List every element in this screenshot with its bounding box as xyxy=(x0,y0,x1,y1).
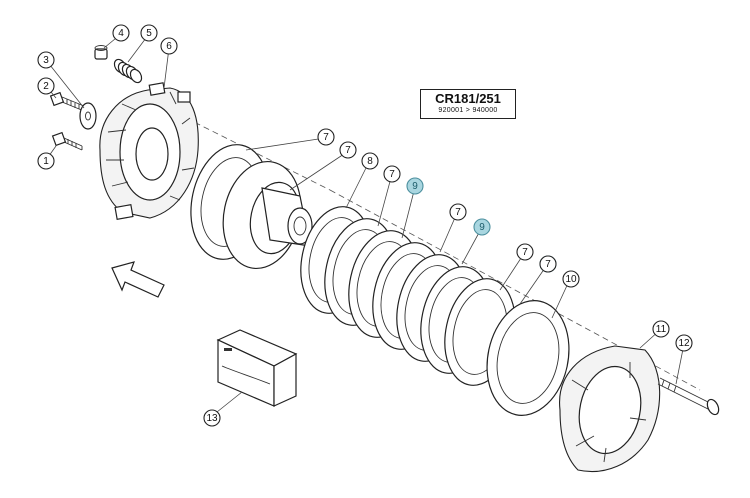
callout-4: 4 xyxy=(112,24,130,42)
callout-circle xyxy=(675,334,693,352)
callout-2: 2 xyxy=(37,77,55,95)
callout-group: 123456778797979710111213 xyxy=(37,24,693,427)
callout-number: 5 xyxy=(146,28,152,39)
callout-number: 7 xyxy=(455,207,461,218)
callout-circle xyxy=(361,152,379,170)
callout-number: 8 xyxy=(367,156,373,167)
callout-3: 3 xyxy=(37,51,55,69)
callout-circle xyxy=(37,77,55,95)
callout-circle xyxy=(112,24,130,42)
callout-circle xyxy=(37,51,55,69)
plate-stack xyxy=(300,206,516,386)
callout-number: 4 xyxy=(118,28,124,39)
callout-number: 7 xyxy=(323,132,329,143)
serial-from: 920001 xyxy=(438,107,464,114)
part-clutch-housing-6 xyxy=(99,82,199,220)
callout-8: 8 xyxy=(361,152,379,170)
callout-number: 7 xyxy=(345,145,351,156)
callout-circle xyxy=(562,270,580,288)
part-spring-5 xyxy=(113,58,143,84)
callout-circle xyxy=(539,255,557,273)
model-label-box: CR181/251 920001 > 940000 xyxy=(420,89,516,119)
part-pressure-ring-10 xyxy=(486,300,570,416)
callout-5: 5 xyxy=(140,24,158,42)
callout-circle xyxy=(203,409,221,427)
callout-12: 12 xyxy=(675,334,693,352)
part-screw-12 xyxy=(657,377,720,416)
callout-7: 7 xyxy=(317,128,335,146)
serial-to: 940000 xyxy=(472,107,498,114)
serial-arrow: > xyxy=(465,107,471,114)
callout-9: 9 xyxy=(473,218,491,236)
callout-7: 7 xyxy=(539,255,557,273)
callout-number: 10 xyxy=(565,274,577,285)
callout-number: 6 xyxy=(166,41,172,52)
callout-7: 7 xyxy=(383,165,401,183)
callout-circle xyxy=(383,165,401,183)
part-spring-plate-11 xyxy=(559,345,661,473)
callout-number: 7 xyxy=(545,259,551,270)
callout-circle xyxy=(339,141,357,159)
callout-7: 7 xyxy=(449,203,467,221)
callout-circle xyxy=(406,177,424,195)
callout-1: 1 xyxy=(37,152,55,170)
leader-lines xyxy=(45,33,685,417)
callout-number: 9 xyxy=(479,222,485,233)
callout-circle xyxy=(140,24,158,42)
gasket-kit-box-icon xyxy=(216,329,298,407)
part-bolt-1 xyxy=(51,131,83,151)
callout-circle xyxy=(37,152,55,170)
callout-number: 9 xyxy=(412,181,418,192)
callout-circle xyxy=(449,203,467,221)
callout-7: 7 xyxy=(516,243,534,261)
callout-10: 10 xyxy=(562,270,580,288)
direction-arrow-icon xyxy=(111,261,165,298)
callout-number: 3 xyxy=(43,55,49,66)
callout-circle xyxy=(473,218,491,236)
callout-13: 13 xyxy=(203,409,221,427)
model-code: CR181/251 xyxy=(435,91,501,106)
part-clutch-hub-8 xyxy=(222,160,313,270)
callout-number: 7 xyxy=(389,169,395,180)
callout-number: 12 xyxy=(678,338,690,349)
callout-circle xyxy=(516,243,534,261)
callout-11: 11 xyxy=(652,320,670,338)
callout-number: 11 xyxy=(656,324,667,335)
callout-circle xyxy=(652,320,670,338)
callout-number: 13 xyxy=(206,413,218,424)
callout-7: 7 xyxy=(339,141,357,159)
serial-range: 920001 > 940000 xyxy=(421,106,515,116)
callout-number: 7 xyxy=(522,247,528,258)
part-nut-4 xyxy=(94,45,108,60)
callout-number: 2 xyxy=(43,81,49,92)
part-washer-3 xyxy=(79,102,97,130)
callout-circle xyxy=(317,128,335,146)
callout-9: 9 xyxy=(406,177,424,195)
callout-6: 6 xyxy=(160,37,178,55)
callout-number: 1 xyxy=(43,156,49,167)
callout-circle xyxy=(160,37,178,55)
